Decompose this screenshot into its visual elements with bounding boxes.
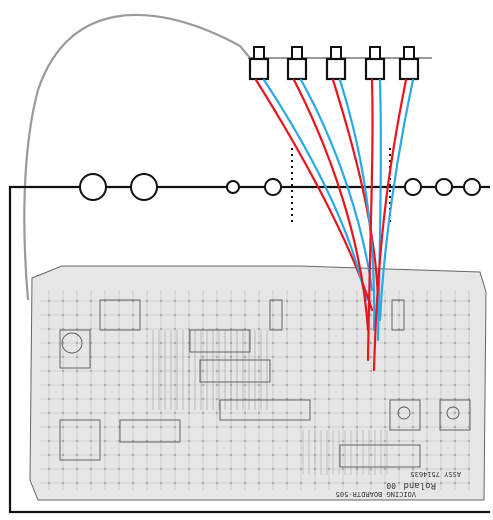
silk-assy: ASSY 7514635 (410, 470, 461, 478)
silkscreen: Roland 00 ASSY 7514635 VOICING BOARD TR-… (336, 470, 461, 498)
wire-jack2-blue (299, 78, 374, 292)
voicing-board: Roland 00 ASSY 7514635 VOICING BOARD TR-… (29, 265, 487, 501)
wire-jack5-blue (378, 78, 415, 322)
hole-large-2 (130, 173, 158, 201)
hole-right-2 (435, 178, 453, 196)
hole-right-3 (463, 178, 481, 196)
jack-3 (325, 46, 347, 81)
chassis-outline (8, 185, 490, 514)
jack-5 (398, 46, 420, 81)
hole-small-1 (226, 180, 240, 194)
wire-jack5-red (372, 78, 408, 372)
wire-jack2-red (292, 78, 370, 332)
wire-jack4-blue (376, 78, 382, 342)
panel-holes (79, 173, 481, 201)
wire-bundle (254, 78, 415, 372)
hole-large-1 (79, 173, 107, 201)
silk-brand: Roland (403, 480, 436, 490)
wire-jack1-blue (262, 78, 368, 302)
silk-model: TR-505 (336, 490, 361, 498)
wire-jack3-blue (338, 78, 376, 332)
wire-jack4-red (366, 78, 374, 362)
jack-2 (286, 46, 308, 81)
ribbon-cable (23, 13, 251, 301)
output-jacks (248, 46, 420, 81)
jack-1 (248, 46, 270, 81)
silk-title: VOICING BOARD (361, 490, 416, 498)
jack-4 (364, 46, 386, 81)
hole-small-2 (264, 178, 282, 196)
wire-jack3-red (331, 78, 380, 302)
hole-right-1 (404, 178, 422, 196)
silk-rev: 00 (386, 481, 396, 490)
